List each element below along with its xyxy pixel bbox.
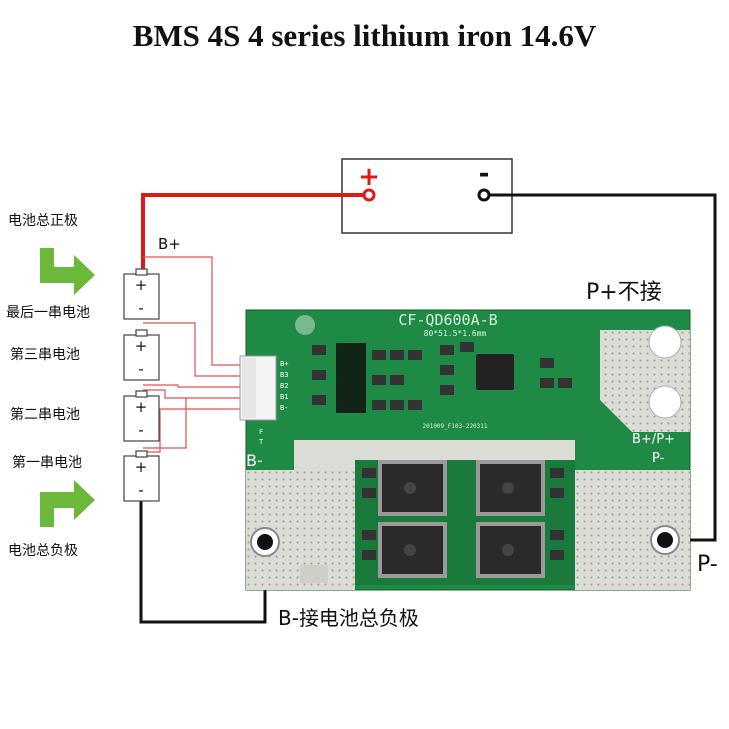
svg-text:+: + xyxy=(135,398,148,416)
cell-label-2: 第二串电池 xyxy=(10,407,80,423)
b-plus-label: B+ xyxy=(158,235,181,253)
battery-cell-3: + - xyxy=(123,329,160,381)
positive-wire xyxy=(141,193,364,275)
cell-label-1: 第一串电池 xyxy=(12,455,82,471)
page-title: BMS 4S 4 series lithium iron 14.6V xyxy=(132,18,597,53)
terminal-hole-icon xyxy=(257,534,273,550)
board-model: CF-QD600A-B xyxy=(398,311,497,329)
load-plus-symbol: + xyxy=(358,162,380,192)
sense-wires xyxy=(143,256,250,453)
board-size: 80*51.5*1.6mm xyxy=(424,329,487,338)
pad-b-minus-label: B- xyxy=(246,451,263,470)
p-plus-annotation: P+不接 xyxy=(586,280,662,305)
total-positive-label: 电池总正极 xyxy=(8,213,78,229)
load-plus-terminal xyxy=(362,188,376,202)
svg-text:-: - xyxy=(138,421,143,439)
f-mark: F xyxy=(259,428,263,436)
battery-cell-2: + - xyxy=(123,390,160,442)
board-serial: 201009_F103-220311 xyxy=(422,423,487,430)
connector-pin-label: B+ xyxy=(280,360,288,368)
total-negative-label: 电池总负极 xyxy=(8,543,78,559)
battery-cell-1: + - xyxy=(123,450,160,502)
b-minus-annotation: B-接电池总负极 xyxy=(278,606,419,630)
connector-pin-label: B- xyxy=(280,404,288,412)
svg-text:-: - xyxy=(138,299,143,317)
svg-text:-: - xyxy=(138,360,143,378)
load-minus-symbol: - xyxy=(479,159,490,189)
p-minus-annotation: P- xyxy=(697,552,718,577)
arrow-right-down-icon xyxy=(40,248,95,295)
svg-text:+: + xyxy=(135,337,148,355)
svg-text:-: - xyxy=(138,481,143,499)
svg-text:+: + xyxy=(135,458,148,476)
pad-p-minus-label: P- xyxy=(652,451,665,466)
pad-b-plus-p-plus-label: B+/P+ xyxy=(632,432,675,447)
svg-text:+: + xyxy=(135,276,148,294)
connector-pin-label: B2 xyxy=(280,382,288,390)
cell-label-4: 最后一串电池 xyxy=(6,305,90,321)
t-mark: T xyxy=(259,438,264,446)
connector-pin-label: B3 xyxy=(280,371,288,379)
bms-pcb-board: CF-QD600A-B 80*51.5*1.6mm 201009_F103-22… xyxy=(239,309,691,591)
battery-cell-4: + - xyxy=(123,268,160,320)
arrow-up-right-icon xyxy=(40,480,95,527)
mosfet-icon xyxy=(378,460,447,516)
cell-label-3: 第三串电池 xyxy=(10,347,80,363)
connector-pin-label: B1 xyxy=(280,393,288,401)
load-minus-terminal xyxy=(477,188,491,202)
